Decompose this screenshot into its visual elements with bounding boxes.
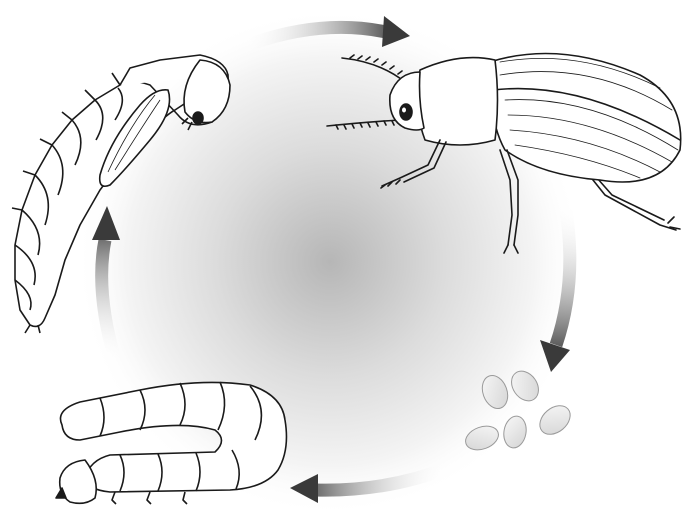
- larva-legs: [112, 492, 187, 504]
- beetle-pronotum: [417, 58, 498, 145]
- beetle-eye: [400, 104, 412, 120]
- pupa-eye: [193, 112, 203, 124]
